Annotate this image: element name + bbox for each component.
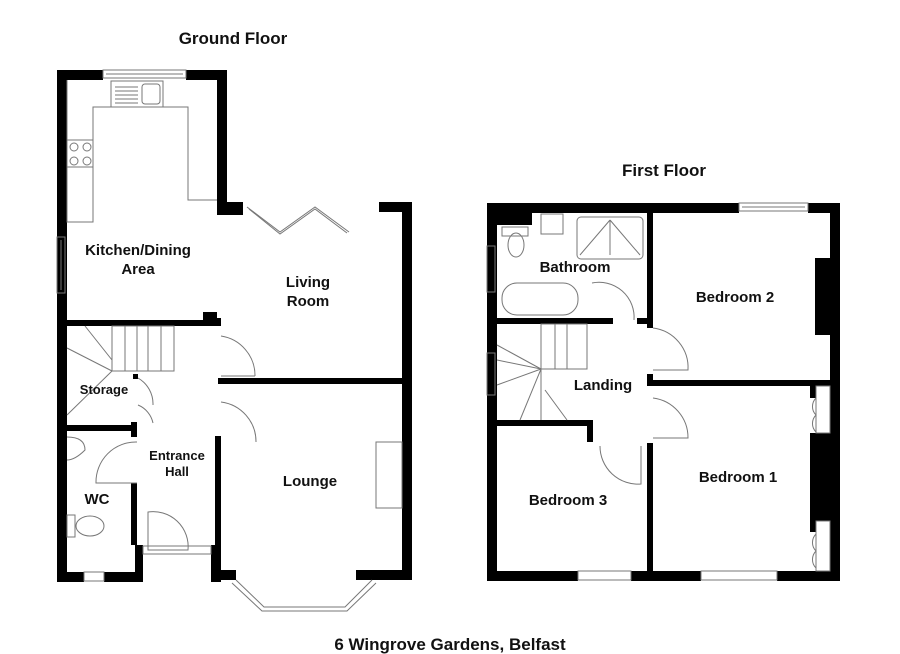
room-label-lounge: Lounge — [282, 473, 338, 490]
first-floor-fixtures — [486, 202, 831, 581]
room-label-living-room: Living Room — [285, 274, 331, 310]
room-label-wc: WC — [84, 491, 110, 508]
room-label-bathroom: Bathroom — [539, 259, 611, 276]
ground-floor-title: Ground Floor — [178, 29, 288, 48]
first-floor-title: First Floor — [621, 161, 707, 180]
room-label-entrance-hall: Entrance Hall — [149, 448, 205, 479]
ground-floor-plan — [56, 69, 412, 612]
ground-floor-walls — [57, 70, 412, 582]
room-label-bedroom-3: Bedroom 3 — [528, 492, 608, 509]
first-floor-walls — [487, 203, 840, 581]
room-label-storage: Storage — [79, 382, 129, 397]
first-floor-plan — [486, 202, 840, 581]
room-label-bedroom-2: Bedroom 2 — [695, 289, 775, 306]
room-label-bedroom-1: Bedroom 1 — [698, 469, 778, 486]
ground-floor-fixtures — [56, 69, 403, 612]
room-label-kitchen-dining: Kitchen/Dining Area — [85, 242, 191, 278]
room-label-landing: Landing — [573, 377, 633, 394]
property-address-caption: 6 Wingrove Gardens, Belfast — [334, 635, 566, 654]
